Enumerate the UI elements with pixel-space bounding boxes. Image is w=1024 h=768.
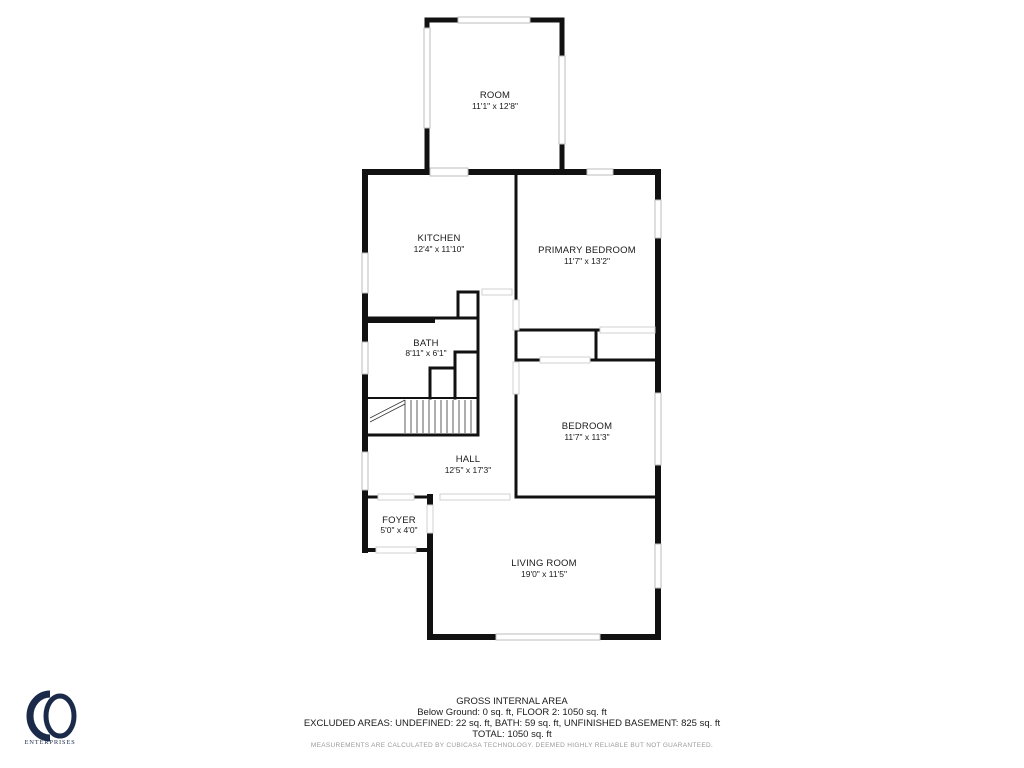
room-name-kitchen: KITCHEN — [417, 233, 460, 244]
room-dims-kitchen: 12'4" x 11'10" — [414, 244, 465, 254]
window — [558, 55, 566, 145]
summary-floor-areas: Below Ground: 0 sq. ft, FLOOR 2: 1050 sq… — [417, 707, 607, 718]
room-name-bedroom: BEDROOM — [562, 421, 613, 432]
window — [654, 199, 662, 239]
door-opening — [426, 504, 434, 534]
room-name-foyer: FOYER — [382, 515, 416, 526]
area-summary: GROSS INTERNAL AREA Below Ground: 0 sq. … — [262, 696, 762, 752]
room-dims-foyer: 5'0" x 4'0" — [380, 525, 417, 535]
room-dims-primary-bedroom: 11'7" x 13'2" — [564, 256, 610, 266]
room-dims-hall: 12'5" x 17'3" — [445, 465, 492, 475]
window — [361, 252, 369, 294]
window — [429, 167, 469, 177]
door-opening — [439, 493, 511, 501]
logo-o-mark — [43, 693, 77, 739]
summary-disclaimer: MEASUREMENTS ARE CALCULATED BY CUBICASA … — [310, 742, 714, 749]
windows — [361, 16, 662, 641]
staircase — [369, 399, 472, 433]
room-name-room: ROOM — [480, 90, 510, 101]
door-opening — [512, 361, 520, 395]
window — [361, 451, 369, 491]
window — [495, 633, 601, 641]
door-opening — [481, 288, 513, 296]
summary-total: TOTAL: 1050 sq. ft — [472, 729, 552, 740]
door-opening — [512, 299, 520, 331]
window — [361, 341, 369, 375]
door-opening — [599, 326, 656, 334]
room-dims-room: 11'1" x 12'8" — [472, 101, 518, 111]
company-logo — [26, 690, 77, 742]
room-labels: ROOM 11'1" x 12'8" KITCHEN 12'4" x 11'10… — [380, 90, 635, 579]
door-opening — [539, 356, 591, 364]
room-name-bath: BATH — [413, 338, 438, 349]
window — [586, 168, 614, 176]
window — [457, 16, 531, 24]
window — [423, 27, 431, 129]
room-dims-bath: 8'11" x 6'1" — [405, 348, 446, 358]
window — [654, 543, 662, 589]
logo-c-mark — [26, 690, 51, 742]
room-dims-bedroom: 11'7" x 11'3" — [564, 432, 609, 442]
window — [654, 392, 662, 466]
openings — [375, 288, 656, 554]
summary-excluded-areas: EXCLUDED AREAS: UNDEFINED: 22 sq. ft, BA… — [303, 718, 721, 729]
logo-wordmark: ENTERPRISES — [24, 739, 76, 746]
door-opening — [375, 546, 417, 554]
room-name-living-room: LIVING ROOM — [511, 558, 577, 569]
room-name-primary-bedroom: PRIMARY BEDROOM — [538, 245, 636, 256]
door-opening — [377, 493, 415, 501]
room-dims-living-room: 19'0" x 11'5" — [521, 569, 567, 579]
room-name-hall: HALL — [456, 454, 481, 465]
summary-title: GROSS INTERNAL AREA — [456, 696, 568, 707]
